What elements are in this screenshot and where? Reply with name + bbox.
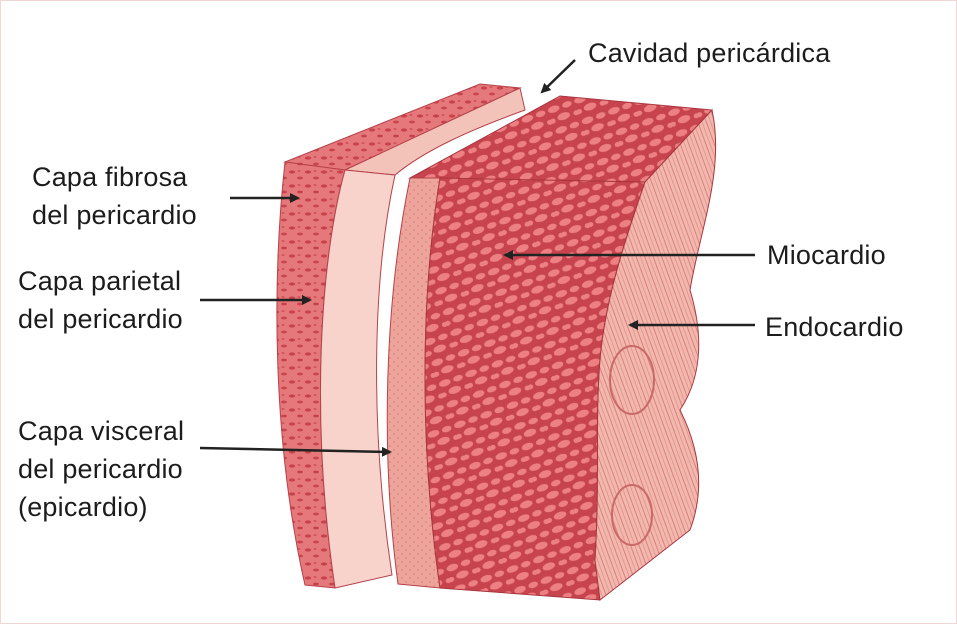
label-cavidad-pericardica: Cavidad pericárdica (588, 34, 830, 72)
label-endocardio: Endocardio (765, 308, 904, 346)
label-capa-parietal: Capa parietal del pericardio (18, 262, 183, 338)
label-miocardio: Miocardio (767, 236, 886, 274)
arrow-cavidad (542, 60, 575, 92)
label-capa-visceral: Capa visceral del pericardio (epicardio) (18, 412, 184, 526)
label-capa-fibrosa: Capa fibrosa del pericardio (32, 158, 197, 234)
